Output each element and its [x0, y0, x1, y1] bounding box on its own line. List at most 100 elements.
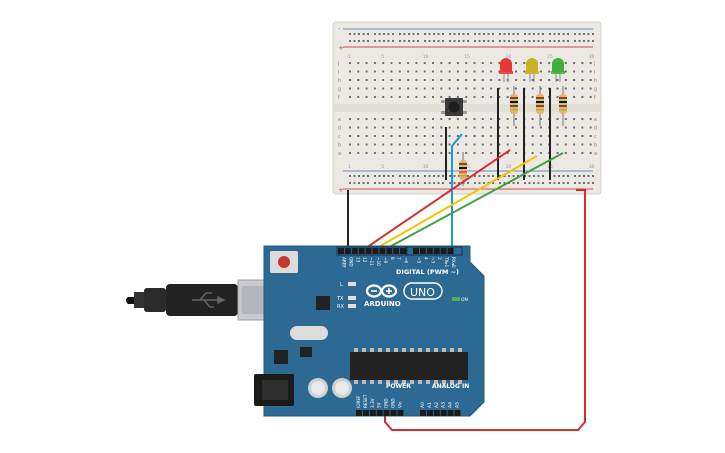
tx-led: [348, 296, 356, 300]
digital-pin-label: RX◂0: [451, 257, 456, 268]
digital-pin-label: TX▸1: [444, 256, 449, 268]
column-number: 15: [464, 54, 470, 60]
column-number: 30: [589, 54, 595, 60]
bottom-power-rail: +: [338, 170, 594, 194]
model-label: UNO: [410, 286, 435, 299]
l-led: [348, 282, 356, 286]
row-letter: e: [338, 117, 341, 123]
analog-pin-label: A5: [455, 402, 461, 408]
power-pin-label: IOREF: [356, 395, 361, 408]
resistor-group: [510, 86, 567, 126]
row-letter: j: [593, 61, 595, 67]
green-led[interactable]: [551, 58, 565, 82]
center-channel: [333, 104, 601, 112]
row-letter: a: [594, 151, 597, 157]
usb-symbol-icon: [192, 292, 226, 308]
row-letter: e: [594, 117, 597, 123]
rail-minus-label: -: [338, 25, 341, 33]
digital-header: [336, 246, 463, 256]
column-number: 20: [506, 164, 512, 170]
row-letter: c: [594, 134, 597, 140]
digital-pin-label: 8: [390, 257, 395, 260]
button-signal-wire[interactable]: [451, 133, 463, 250]
analog-pin-label: A0: [420, 402, 426, 408]
row-letter: f: [338, 95, 340, 101]
column-number: 5: [381, 164, 384, 170]
on-led: [452, 297, 460, 301]
power-jack[interactable]: [254, 374, 294, 406]
power-pin-label: GND: [391, 398, 396, 408]
digital-pin-label: 7: [397, 257, 402, 260]
row-letter: g: [338, 87, 341, 93]
row-letter: h: [594, 78, 597, 84]
push-button[interactable]: [441, 98, 467, 116]
power-pin-label: Vin: [397, 401, 402, 408]
yellow-led[interactable]: [525, 58, 539, 82]
green-led-wire[interactable]: [379, 152, 564, 253]
rail-plus-label-bottom: +: [338, 186, 344, 194]
small-chip: [300, 347, 312, 357]
digital-pin-label: ~10: [376, 257, 381, 266]
column-number: 15: [464, 164, 470, 170]
row-letter: a: [338, 151, 341, 157]
column-number: 20: [506, 54, 512, 60]
rail-plus-label: +: [338, 44, 344, 52]
digital-header-label: DIGITAL (PWM ~): [396, 268, 459, 276]
power-wire[interactable]: [384, 189, 586, 431]
row-letter: d: [338, 126, 341, 132]
power-pin-label: RESET: [363, 394, 368, 408]
red-led[interactable]: [499, 58, 513, 82]
power-pin-label: GND: [384, 398, 389, 408]
led-resistor[interactable]: [536, 86, 544, 126]
pulldown-resistor[interactable]: [459, 152, 467, 186]
atmega-chip: [350, 348, 468, 384]
column-number: 1: [348, 164, 351, 170]
row-letter: f: [594, 95, 596, 101]
digital-pin-label: 2: [437, 257, 442, 260]
power-header-label: POWER: [386, 383, 411, 390]
row-letter: g: [594, 87, 597, 93]
analog-header: [420, 410, 461, 416]
led-resistor[interactable]: [510, 86, 518, 126]
digital-pin-label: ~9: [383, 257, 388, 264]
digital-pin-label: ~5: [417, 257, 422, 264]
column-number: 5: [381, 54, 384, 60]
digital-pin-label: ~3: [430, 257, 435, 264]
digital-pin-label: 4: [423, 257, 428, 260]
column-number: 1: [348, 54, 351, 60]
digital-pin-label: AREF: [342, 257, 347, 268]
digital-pin-label: 12: [362, 257, 367, 263]
row-letter: d: [594, 126, 597, 132]
l-led-label: L: [340, 282, 343, 288]
digital-pin-label: GND: [348, 257, 353, 267]
red-led-wire[interactable]: [359, 149, 511, 253]
arduino-logo-icon: [365, 284, 398, 298]
column-number: 10: [423, 164, 429, 170]
column-number: 10: [423, 54, 429, 60]
digital-pin-label: ~11: [369, 257, 374, 266]
wires: [347, 88, 586, 431]
brand-label: ARDUINO: [364, 300, 401, 308]
row-letter: i: [338, 70, 339, 76]
reset-button[interactable]: [270, 251, 298, 273]
yellow-led-wire[interactable]: [369, 155, 538, 253]
analog-header-label: ANALOG IN: [432, 383, 469, 390]
analog-pin-label: A4: [448, 402, 454, 408]
row-letter: b: [594, 143, 597, 149]
analog-pin-label: A2: [434, 402, 440, 408]
crystal: [290, 326, 328, 340]
led-resistor[interactable]: [559, 86, 567, 126]
capacitor-2: [332, 378, 352, 398]
row-letter: c: [338, 134, 341, 140]
led-group: [499, 58, 565, 82]
column-number: 25: [547, 54, 553, 60]
power-pin-label: 3.3V: [370, 398, 375, 408]
row-letter: i: [594, 70, 595, 76]
digital-pin-label: 13: [355, 257, 360, 263]
power-pin-label: 5V: [377, 402, 382, 408]
